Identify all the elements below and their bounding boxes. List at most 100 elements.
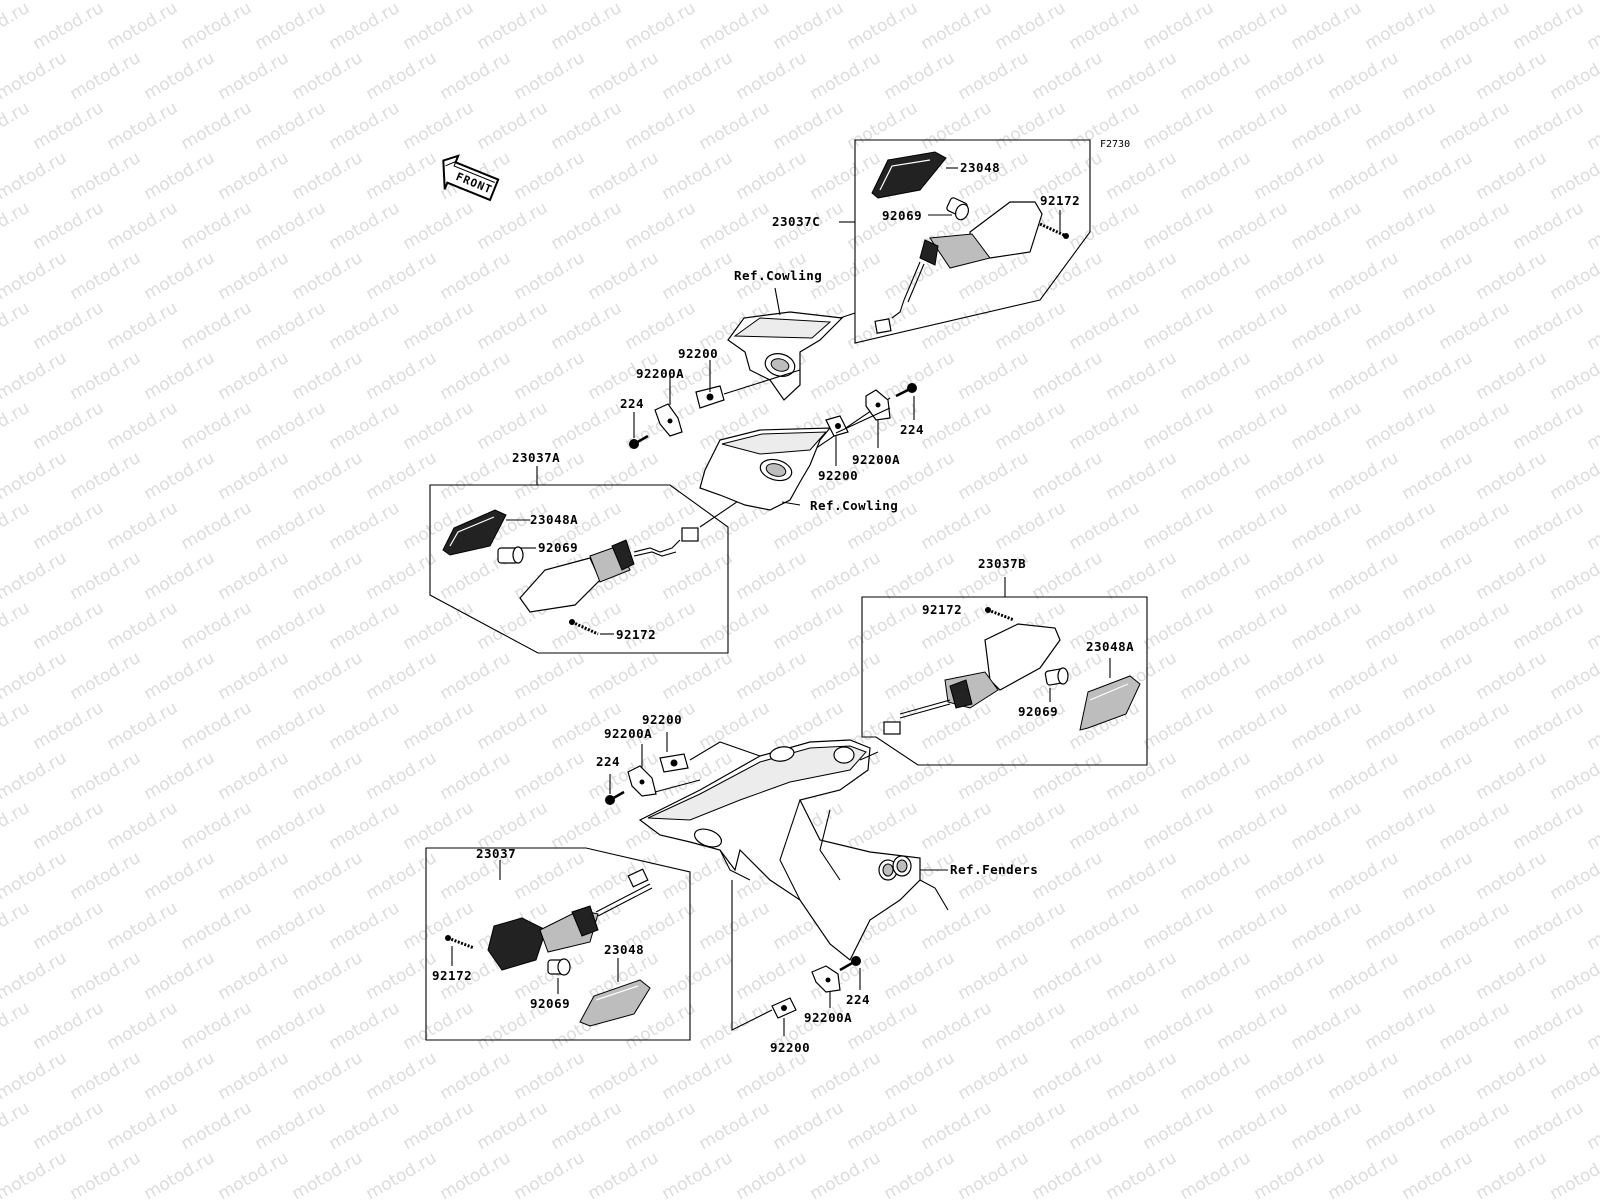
watermark-text: motod.ru <box>1547 348 1600 404</box>
watermark-text: motod.ru <box>67 748 145 804</box>
watermark-text: motod.ru <box>918 0 996 54</box>
seal-92200-upper <box>695 385 725 409</box>
watermark-text: motod.ru <box>1510 498 1588 554</box>
watermark-text: motod.ru <box>67 848 145 904</box>
watermark-text: motod.ru <box>696 598 774 654</box>
watermark-text: motod.ru <box>104 998 182 1054</box>
label-92172-ul: 92172 <box>616 627 656 642</box>
watermark-text: motod.ru <box>252 598 330 654</box>
watermark-text: motod.ru <box>1177 1048 1255 1104</box>
watermark-text: motod.ru <box>326 898 404 954</box>
watermark-text: motod.ru <box>1473 948 1551 1004</box>
watermark-text: motod.ru <box>1547 848 1600 904</box>
watermark-text: motod.ru <box>1214 298 1292 354</box>
watermark-text: motod.ru <box>1584 98 1600 154</box>
watermark-text: motod.ru <box>1362 998 1440 1054</box>
watermark-text: motod.ru <box>1584 298 1600 354</box>
label-92200a-mid: 92200A <box>852 452 900 467</box>
watermark-text: motod.ru <box>511 148 589 204</box>
watermark-text: motod.ru <box>1066 798 1144 854</box>
watermark-text: motod.ru <box>585 48 663 104</box>
watermark-text: motod.ru <box>955 0 1033 4</box>
watermark-text: motod.ru <box>585 148 663 204</box>
label-224-mid: 224 <box>900 422 924 437</box>
watermark-text: motod.ru <box>141 848 219 904</box>
watermark-text: motod.ru <box>1510 1098 1588 1154</box>
bolt-224-ll <box>605 790 625 805</box>
watermark-text: motod.ru <box>1436 698 1514 754</box>
label-92069-ul: 92069 <box>538 540 578 555</box>
watermark-text: motod.ru <box>252 198 330 254</box>
watermark-text: motod.ru <box>1288 98 1366 154</box>
watermark-text: motod.ru <box>585 448 663 504</box>
watermark-text: motod.ru <box>437 248 515 304</box>
label-224-lr: 224 <box>846 992 870 1007</box>
watermark-text: motod.ru <box>1473 448 1551 504</box>
watermark-text: motod.ru <box>326 298 404 354</box>
label-92200-upper: 92200 <box>678 346 718 361</box>
watermark-text: motod.ru <box>1029 748 1107 804</box>
callout-labels: 23048 92069 92172 23037C Ref.Cowling 922… <box>432 160 1134 1055</box>
watermark-text: motod.ru <box>326 498 404 554</box>
label-92069-ur: 92069 <box>882 208 922 223</box>
watermark-text: motod.ru <box>1584 498 1600 554</box>
lamp-body-23037c <box>874 201 1043 334</box>
watermark-text: motod.ru <box>0 48 70 104</box>
watermark-text: motod.ru <box>585 648 663 704</box>
watermark-text: motod.ru <box>1510 98 1588 154</box>
label-92200-mid: 92200 <box>818 468 858 483</box>
label-23048a-ul: 23048A <box>530 512 578 527</box>
watermark-text: motod.ru <box>881 48 959 104</box>
watermark-text: motod.ru <box>1214 198 1292 254</box>
watermark-text: motod.ru <box>1325 148 1403 204</box>
watermark-text: motod.ru <box>1140 0 1218 54</box>
watermark-text: motod.ru <box>548 298 626 354</box>
watermark-text: motod.ru <box>992 898 1070 954</box>
watermark-text: motod.ru <box>1177 1148 1255 1200</box>
watermark-text: motod.ru <box>67 248 145 304</box>
watermark-text: motod.ru <box>1584 698 1600 754</box>
watermark-text: motod.ru <box>1177 48 1255 104</box>
watermark-text: motod.ru <box>511 848 589 904</box>
watermark-text: motod.ru <box>1399 48 1477 104</box>
label-92172-ur: 92172 <box>1040 193 1080 208</box>
watermark-text: motod.ru <box>1325 0 1403 4</box>
watermark-text: motod.ru <box>1584 798 1600 854</box>
watermark-text: motod.ru <box>1177 848 1255 904</box>
watermark-text: motod.ru <box>511 748 589 804</box>
seal-92200-mid <box>825 415 849 437</box>
watermark-text: motod.ru <box>1547 748 1600 804</box>
watermark-text: motod.ru <box>1362 298 1440 354</box>
watermark-text: motod.ru <box>1066 398 1144 454</box>
watermark-text: motod.ru <box>1473 48 1551 104</box>
watermark-text: motod.ru <box>1584 1098 1600 1154</box>
lens-23048 <box>871 151 947 199</box>
watermark-text: motod.ru <box>104 398 182 454</box>
watermark-text: motod.ru <box>67 1048 145 1104</box>
watermark-text: motod.ru <box>548 398 626 454</box>
watermark-text: motod.ru <box>1473 148 1551 204</box>
watermark-text: motod.ru <box>1103 748 1181 804</box>
watermark-text: motod.ru <box>400 198 478 254</box>
watermark-text: motod.ru <box>30 198 108 254</box>
watermark-text: motod.ru <box>141 0 219 4</box>
watermark-text: motod.ru <box>733 548 811 604</box>
watermark-text: motod.ru <box>1547 1148 1600 1200</box>
watermark-text: motod.ru <box>1584 998 1600 1054</box>
watermark-text: motod.ru <box>1547 648 1600 704</box>
watermark-text: motod.ru <box>955 948 1033 1004</box>
watermark-text: motod.ru <box>178 798 256 854</box>
watermark-text: motod.ru <box>548 198 626 254</box>
watermark-text: motod.ru <box>1362 98 1440 154</box>
watermark-text: motod.ru <box>1473 0 1551 4</box>
watermark-text: motod.ru <box>1140 198 1218 254</box>
group-frame <box>425 847 691 1041</box>
watermark-text: motod.ru <box>807 148 885 204</box>
watermark-text: motod.ru <box>1140 1098 1218 1154</box>
watermark-text: motod.ru <box>289 848 367 904</box>
watermark-text: motod.ru <box>1029 1048 1107 1104</box>
watermark-text: motod.ru <box>622 498 700 554</box>
watermark-text: motod.ru <box>104 698 182 754</box>
group-23037 <box>425 847 691 1041</box>
